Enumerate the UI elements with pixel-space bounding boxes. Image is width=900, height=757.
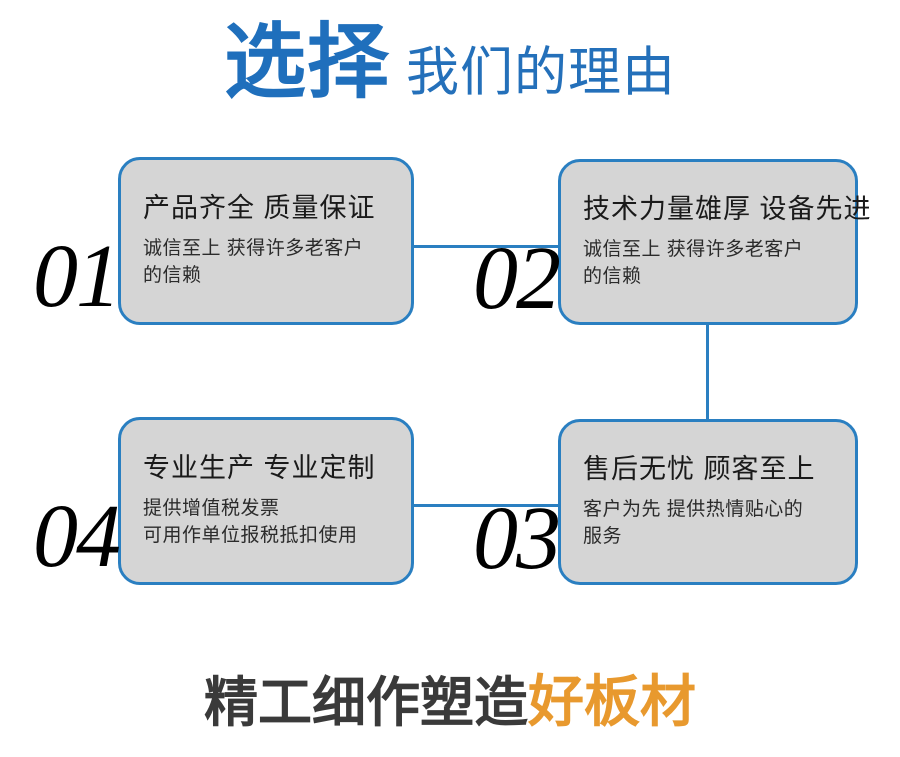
- reason-card-04-description: 提供增值税发票 可用作单位报税抵扣使用: [143, 495, 399, 550]
- reason-card-04-content: 专业生产 专业定制 提供增值税发票 可用作单位报税抵扣使用: [143, 420, 399, 582]
- reason-card-01-desc-line-2: 的信赖: [143, 265, 202, 287]
- reason-card-04-desc-line-2: 可用作单位报税抵扣使用: [143, 525, 358, 547]
- reason-card-01-description: 诚信至上 获得许多老客户 的信赖: [143, 235, 399, 290]
- page-footer-slogan: 精工细作塑造 好板材: [0, 668, 900, 738]
- reason-card-03-description: 客户为先 提供热情贴心的 服务: [583, 496, 843, 551]
- reason-card-01-desc-line-1: 诚信至上 获得许多老客户: [143, 237, 364, 259]
- reason-card-02-content: 技术力量雄厚 设备先进 诚信至上 获得许多老客户 的信赖: [583, 162, 872, 322]
- reason-number-01: 01: [33, 227, 121, 326]
- reason-number-03: 03: [473, 489, 561, 588]
- page-header: 选择 我们的理由: [0, 22, 900, 122]
- footer-slogan-accent: 好板材: [528, 670, 696, 735]
- footer-slogan-primary: 精工细作塑造: [204, 673, 528, 733]
- connector-line-01-to-02: [410, 245, 560, 248]
- reason-card-03-content: 售后无忧 顾客至上 客户为先 提供热情贴心的 服务: [583, 422, 843, 582]
- reason-number-04: 04: [33, 487, 121, 586]
- reason-card-02[interactable]: 技术力量雄厚 设备先进 诚信至上 获得许多老客户 的信赖: [558, 159, 872, 325]
- page-title-sub: 我们的理由: [406, 43, 676, 102]
- connector-line-04-to-03: [410, 504, 560, 507]
- reason-card-01-title: 产品齐全 质量保证: [143, 193, 376, 224]
- reason-card-04-desc-line-1: 提供增值税发票: [143, 497, 280, 519]
- reason-card-01[interactable]: 产品齐全 质量保证 诚信至上 获得许多老客户 的信赖: [118, 157, 414, 325]
- page-title-main: 选择: [223, 15, 390, 110]
- reason-card-02-description: 诚信至上 获得许多老客户 的信赖: [583, 236, 843, 291]
- reason-card-03-title: 售后无忧 顾客至上: [583, 454, 816, 485]
- reason-card-03-desc-line-1: 客户为先 提供热情贴心的: [583, 498, 804, 520]
- reason-card-04-title: 专业生产 专业定制: [143, 453, 376, 484]
- reason-card-02-title: 技术力量雄厚 设备先进: [583, 194, 872, 225]
- reason-card-02-desc-line-1: 诚信至上 获得许多老客户: [583, 238, 804, 260]
- reason-number-02: 02: [473, 229, 561, 328]
- reason-card-03-desc-line-2: 服务: [583, 526, 623, 548]
- reason-card-01-content: 产品齐全 质量保证 诚信至上 获得许多老客户 的信赖: [143, 160, 399, 322]
- reason-card-03[interactable]: 售后无忧 顾客至上 客户为先 提供热情贴心的 服务: [558, 419, 858, 585]
- connector-line-02-to-03: [706, 322, 709, 420]
- reason-card-04[interactable]: 专业生产 专业定制 提供增值税发票 可用作单位报税抵扣使用: [118, 417, 414, 585]
- reason-card-02-desc-line-2: 的信赖: [583, 266, 642, 288]
